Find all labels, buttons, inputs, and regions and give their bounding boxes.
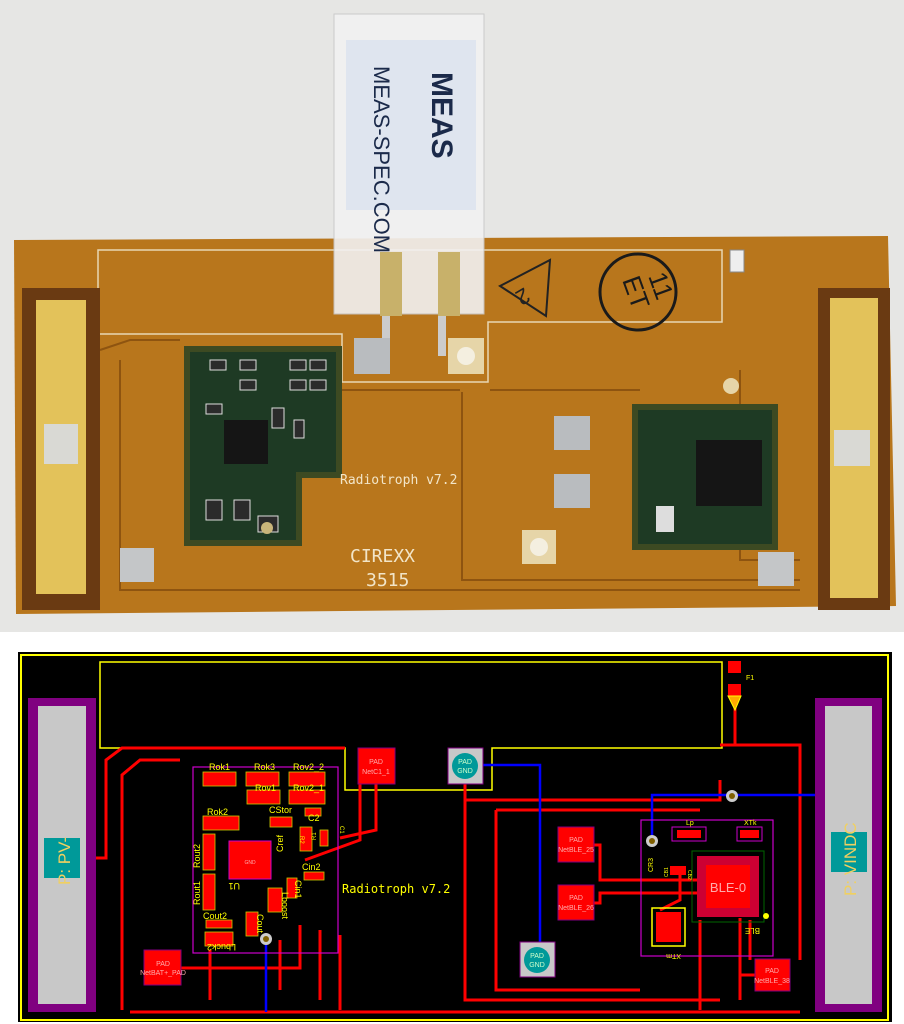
label-cout: Cout bbox=[255, 914, 265, 934]
label-c1: C1 bbox=[338, 826, 344, 834]
label-rout1: Rout1 bbox=[192, 881, 202, 905]
label-cin1: Cin1 bbox=[293, 880, 303, 899]
gnd-bottom-net-text: GND bbox=[529, 962, 545, 969]
ble38-title-text: PAD bbox=[765, 968, 779, 975]
pad-netble38: PAD NetBLE_38 bbox=[754, 958, 791, 992]
label-r2: R2 bbox=[298, 836, 304, 844]
ble25-title-text: PAD bbox=[569, 837, 583, 844]
right-antenna-pad: P: VINDC bbox=[815, 698, 882, 1012]
label-cin2: Cin2 bbox=[302, 862, 321, 872]
components-lp-text: Lp bbox=[686, 820, 694, 827]
pad-netbat: PAD NetBAT+_PAD bbox=[140, 949, 186, 986]
pad-netble26: PAD NetBLE_26 bbox=[557, 884, 595, 921]
bat-title-text: PAD bbox=[156, 961, 170, 968]
sensor-url-text: MEAS-SPEC.COM bbox=[369, 66, 394, 253]
sensor-brand-text: MEAS bbox=[425, 72, 458, 159]
pad-gnd-bottom: PAD GND bbox=[519, 941, 556, 978]
ble38-net-text: NetBLE_38 bbox=[754, 978, 790, 985]
left-antenna-label: P: PV- bbox=[55, 837, 74, 885]
f1-label: F1 bbox=[746, 675, 754, 682]
pad-netc1: PAD NetC1_1 bbox=[357, 747, 396, 785]
bottom-traces bbox=[264, 763, 880, 1012]
bat-net-text: NetBAT+_PAD bbox=[140, 970, 186, 977]
label-cref: Cref bbox=[275, 834, 285, 852]
left-antenna bbox=[22, 288, 100, 610]
photo-board-number: 3515 bbox=[366, 570, 409, 591]
label-u1: U1 bbox=[228, 881, 240, 891]
netc1-net-text: NetC1_1 bbox=[362, 769, 390, 776]
vias bbox=[646, 790, 738, 847]
photo-board-label: Radiotroph v7.2 bbox=[340, 473, 457, 488]
label-r1: R1 bbox=[312, 832, 318, 840]
photo-manufacturer: CIREXX bbox=[350, 546, 415, 567]
ble-module-layout: BLE-0 BLE Lp XTk XTm CR3 CB1 CB2 bbox=[640, 819, 774, 959]
components-xtk-text: XTk bbox=[744, 820, 757, 827]
label-rov2-2: Rov2_2 bbox=[293, 762, 324, 772]
components-xtm-text: XTm bbox=[666, 952, 681, 959]
ble-chip-label: BLE-0 bbox=[710, 880, 746, 895]
label-cstor: CStor bbox=[269, 805, 292, 815]
board-outline bbox=[20, 654, 889, 1021]
gnd-top-net-text: GND bbox=[457, 768, 473, 775]
fuse-f1: F1 bbox=[727, 661, 754, 712]
ble-module bbox=[632, 404, 778, 550]
label-rok2: Rok2 bbox=[207, 807, 228, 817]
temperature-sensor: MEAS MEAS-SPEC.COM bbox=[333, 13, 485, 356]
gnd-bottom-title-text: PAD bbox=[530, 953, 544, 960]
label-rok3: Rok3 bbox=[254, 762, 275, 772]
components-u1-gnd-text: GND bbox=[244, 860, 256, 866]
ble-ref-label: BLE bbox=[745, 926, 760, 935]
right-antenna-label: P: VINDC bbox=[841, 822, 860, 896]
label-lbuck2: Lbuck2 bbox=[207, 942, 236, 952]
label-rov1: Rov1 bbox=[255, 783, 276, 793]
copper-traces bbox=[95, 700, 802, 1014]
components-cb1-text: CB1 bbox=[664, 867, 670, 877]
pad-gnd-top: PAD GND bbox=[447, 747, 484, 785]
power-module-layout: GND Rok1 Rok3 Rov2_2 Rov1 Rov2_1 Rok2 CS… bbox=[192, 762, 344, 954]
components-cb2-text: CB2 bbox=[686, 870, 692, 880]
right-antenna bbox=[818, 288, 890, 610]
label-c2: C2 bbox=[308, 813, 320, 823]
ble26-title-text: PAD bbox=[569, 895, 583, 902]
label-cout2: Cout2 bbox=[203, 911, 227, 921]
netc1-title-text: PAD bbox=[369, 759, 383, 766]
ble26-net-text: NetBLE_26 bbox=[558, 905, 594, 912]
pcb-layout: P: PV- P: VINDC F1 PAD NetC1_1 PAD GND P… bbox=[0, 632, 904, 1024]
power-module bbox=[184, 346, 342, 546]
left-antenna-pad: P: PV- bbox=[28, 698, 96, 1012]
gnd-top-title-text: PAD bbox=[458, 759, 472, 766]
board-outline-silk bbox=[97, 249, 723, 383]
label-rout2: Rout2 bbox=[192, 844, 202, 868]
label-rov2-1: Rov2_1 bbox=[293, 783, 324, 793]
board-photo: MEAS MEAS-SPEC.COM 2 ET 11 Radiotroph v7… bbox=[0, 0, 904, 632]
layout-board-label: Radiotroph v7.2 bbox=[342, 882, 450, 896]
pad-netble25: PAD NetBLE_25 bbox=[557, 826, 595, 863]
label-rok1: Rok1 bbox=[209, 762, 230, 772]
components-cr3-text: CR3 bbox=[648, 858, 655, 872]
ble25-net-text: NetBLE_25 bbox=[558, 847, 594, 854]
label-lboost: Lboost bbox=[280, 892, 290, 920]
